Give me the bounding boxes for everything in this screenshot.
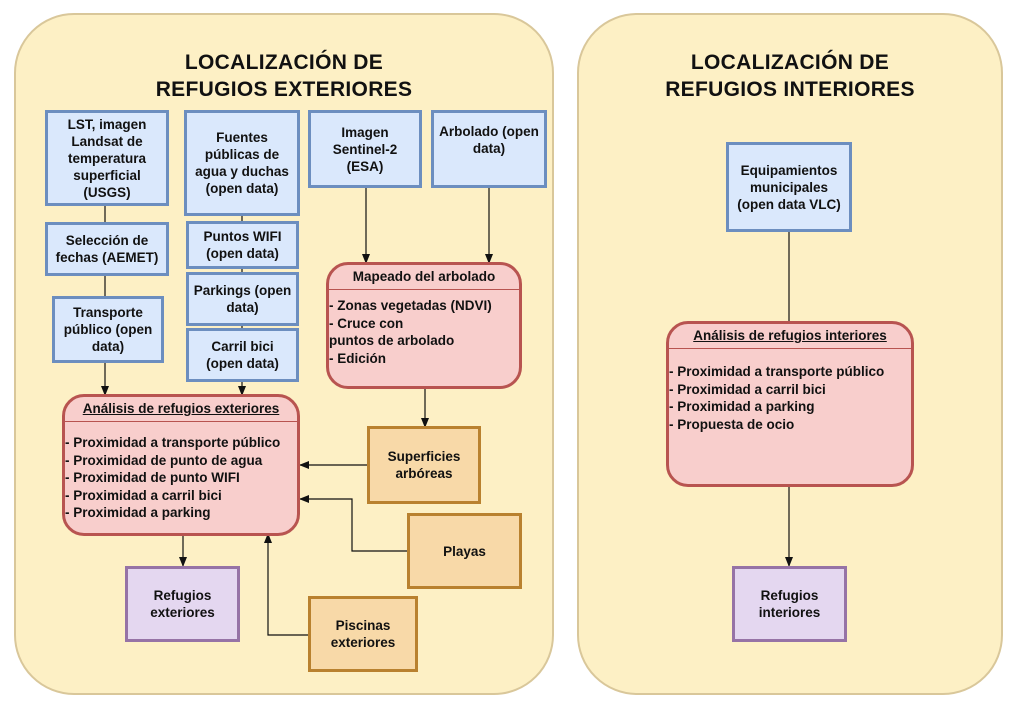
source-fuentes-agua: Fuentes públicas de agua y duchas (open …	[184, 110, 300, 216]
analisis-exteriores-item: - Proximidad a carril bici	[65, 487, 222, 503]
analisis-exteriores-title: Análisis de refugios exteriores	[65, 397, 297, 422]
playas: Playas	[407, 513, 522, 589]
source-arbolado: Arbolado (open data)	[431, 110, 547, 188]
interior-title: LOCALIZACIÓN DE REFUGIOS INTERIORES	[577, 49, 1003, 103]
interior-title-line2: REFUGIOS INTERIORES	[665, 78, 915, 101]
analisis-interiores-items: - Proximidad a transporte público - Prox…	[669, 349, 911, 433]
analisis-interiores-process: Análisis de refugios interiores - Proxim…	[666, 321, 914, 487]
analisis-interiores-item: - Proximidad a transporte público	[669, 364, 885, 379]
exterior-title-line1: LOCALIZACIÓN DE	[184, 51, 384, 74]
source-seleccion-fechas: Selección de fechas (AEMET)	[45, 222, 169, 276]
source-lst-landsat: LST, imagen Landsat de temperatura super…	[45, 110, 169, 206]
analisis-exteriores-process: Análisis de refugios exteriores - Proxim…	[62, 394, 300, 536]
source-parkings: Parkings (open data)	[186, 272, 299, 326]
analisis-interiores-item: - Propuesta de ocio	[669, 416, 795, 432]
analisis-exteriores-item: - Proximidad a parking	[65, 505, 211, 520]
source-transporte-publico: Transporte público (open data)	[52, 296, 164, 363]
source-sentinel-2: Imagen Sentinel-2 (ESA)	[308, 110, 422, 188]
mapeado-arbolado-process: Mapeado del arbolado - Zonas vegetadas (…	[326, 262, 522, 389]
mapeado-items: - Zonas vegetadas (NDVI) - Cruce con pun…	[329, 290, 519, 367]
analisis-interiores-item: - Proximidad a carril bici	[669, 381, 826, 397]
exterior-title: LOCALIZACIÓN DE REFUGIOS EXTERIORES	[14, 49, 554, 103]
refugios-exteriores-output: Refugios exteriores	[125, 566, 240, 642]
mapeado-item: - Edición	[329, 350, 386, 366]
analisis-exteriores-item: - Proximidad de punto WIFI	[65, 470, 240, 485]
source-equipamientos-municipales: Equipamientos municipales (open data VLC…	[726, 142, 852, 232]
refugios-interiores-output: Refugios interiores	[732, 566, 847, 642]
source-carril-bici: Carril bici (open data)	[186, 328, 299, 382]
mapeado-item: - Cruce con	[329, 315, 404, 331]
analisis-exteriores-items: - Proximidad a transporte público - Prox…	[65, 422, 297, 522]
analisis-interiores-title: Análisis de refugios interiores	[669, 324, 911, 349]
mapeado-title: Mapeado del arbolado	[329, 265, 519, 290]
analisis-exteriores-item: - Proximidad de punto de agua	[65, 452, 263, 468]
exterior-title-line2: REFUGIOS EXTERIORES	[155, 78, 413, 101]
analisis-exteriores-item: - Proximidad a transporte público	[65, 435, 281, 450]
mapeado-item: - Zonas vegetadas (NDVI)	[329, 298, 492, 313]
source-puntos-wifi: Puntos WIFI (open data)	[186, 221, 299, 269]
arrow-piscinas-analysis	[264, 533, 309, 636]
interior-title-line1: LOCALIZACIÓN DE	[690, 51, 890, 74]
mapeado-item: puntos de arbolado	[329, 333, 455, 348]
piscinas-exteriores: Piscinas exteriores	[308, 596, 418, 672]
analisis-interiores-item: - Proximidad a parking	[669, 399, 815, 414]
superficies-arboreas: Superficies arbóreas	[367, 426, 481, 504]
arrow-playas-analysis	[299, 495, 408, 552]
